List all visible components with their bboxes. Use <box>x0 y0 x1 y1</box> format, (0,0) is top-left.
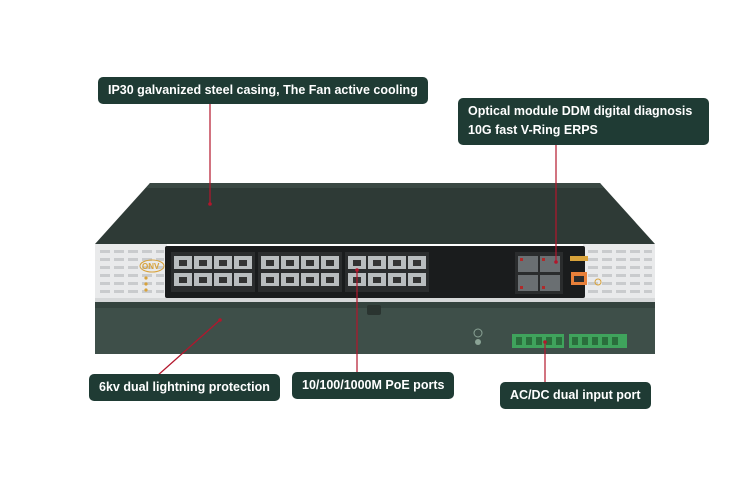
power-terminal-ac <box>512 334 564 348</box>
right-vent-grille <box>583 244 655 300</box>
callout-casing-text: IP30 galvanized steel casing, The Fan ac… <box>108 83 418 97</box>
ground-icon <box>473 328 483 338</box>
callout-optical: Optical module DDM digital diagnosis 10G… <box>458 98 709 145</box>
rj45-port-group-2 <box>258 252 342 292</box>
leader-lines <box>156 100 558 382</box>
callout-power: AC/DC dual input port <box>500 382 651 409</box>
callout-optical-line2: 10G fast V-Ring ERPS <box>468 123 598 137</box>
callout-poe-ports-text: 10/100/1000M PoE ports <box>302 378 445 392</box>
callout-poe-ports: 10/100/1000M PoE ports <box>292 372 455 399</box>
power-terminal-dc <box>569 334 627 348</box>
sfp-port-group <box>515 252 563 294</box>
status-leds <box>144 276 148 292</box>
callout-power-text: AC/DC dual input port <box>510 388 641 402</box>
console-port <box>570 256 602 286</box>
callout-casing: IP30 galvanized steel casing, The Fan ac… <box>98 77 428 104</box>
brand-logo: ONV <box>139 259 165 273</box>
callout-lightning-text: 6kv dual lightning protection <box>99 380 270 394</box>
chassis-top <box>95 183 655 244</box>
callout-lightning: 6kv dual lightning protection <box>89 374 280 401</box>
rj45-port-group-1 <box>171 252 255 292</box>
mount-hole <box>367 305 381 315</box>
brand-name: ONV <box>142 262 160 271</box>
callout-optical-line1: Optical module DDM digital diagnosis <box>468 104 693 118</box>
